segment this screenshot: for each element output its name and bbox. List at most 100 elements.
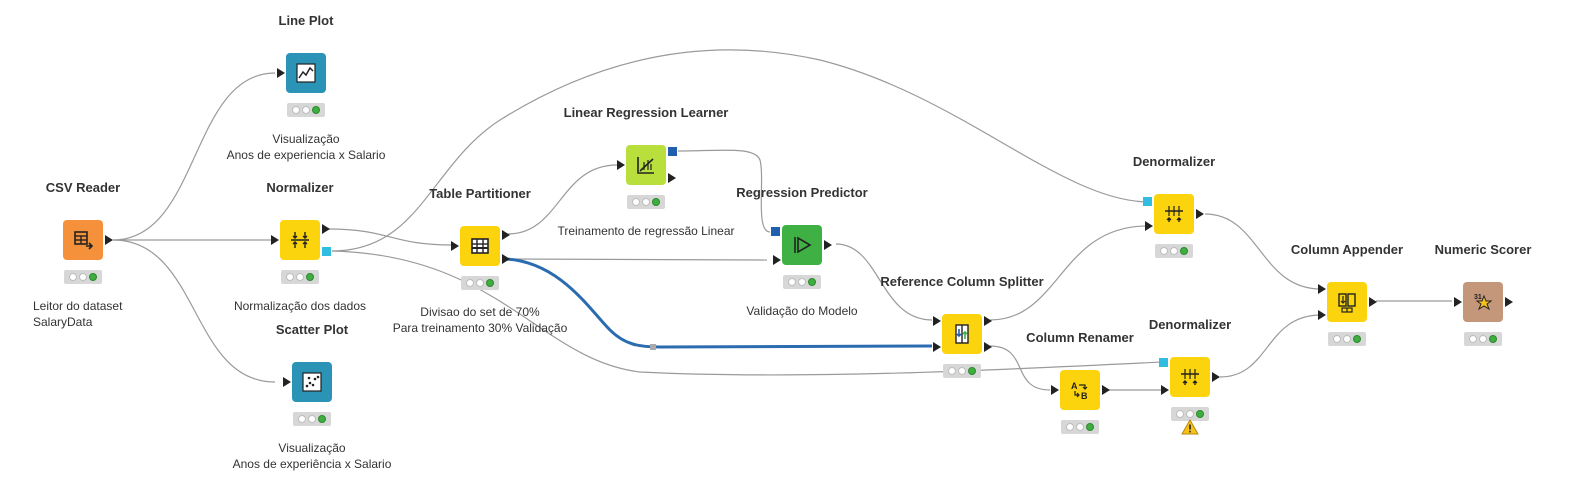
- status-traffic-light: [943, 364, 981, 378]
- status-light-red: [298, 415, 306, 423]
- connection-denormalizer-2-appender[interactable]: [1219, 314, 1322, 378]
- node-icon-box[interactable]: [1154, 194, 1194, 234]
- config-output-port[interactable]: [322, 247, 331, 256]
- node-icon-box[interactable]: [626, 145, 666, 185]
- output-port[interactable]: [1102, 385, 1110, 395]
- node-title: Denormalizer: [1132, 154, 1216, 169]
- connection-table-partitioner-splitter-highlighted[interactable]: [505, 257, 933, 349]
- input-port-2[interactable]: [1318, 310, 1326, 320]
- model-input-port[interactable]: [771, 227, 780, 236]
- node-icon-box[interactable]: [942, 314, 982, 354]
- input-port-reference[interactable]: [933, 342, 941, 352]
- line-chart-icon: [296, 63, 316, 83]
- input-port-1[interactable]: [1318, 284, 1326, 294]
- status-light-red: [466, 279, 474, 287]
- status-light-yellow: [642, 198, 650, 206]
- node-icon-box[interactable]: [782, 225, 822, 265]
- output-port-test[interactable]: [502, 254, 510, 264]
- annotation-line: Normalização dos dados: [233, 299, 367, 313]
- input-port[interactable]: [1051, 385, 1059, 395]
- annotation-line: SalaryData: [33, 315, 93, 329]
- node-icon-box[interactable]: [63, 220, 103, 260]
- output-port-excluded[interactable]: [984, 342, 992, 352]
- model-output-port[interactable]: [668, 147, 677, 156]
- svg-text:31: 31: [1474, 294, 1482, 301]
- status-traffic-light: [287, 103, 325, 117]
- status-traffic-light: [281, 270, 319, 284]
- rename-icon: A B: [1071, 381, 1088, 401]
- connection-splitter-denormalizer-1[interactable]: [989, 225, 1148, 321]
- output-port[interactable]: [1505, 297, 1513, 307]
- status-light-red: [292, 106, 300, 114]
- status-traffic-light: [64, 270, 102, 284]
- output-port[interactable]: [105, 235, 113, 245]
- config-input-port[interactable]: [1143, 197, 1152, 206]
- node-icon-box[interactable]: [286, 53, 326, 93]
- status-light-red: [948, 367, 956, 375]
- output-port-included[interactable]: [984, 316, 992, 326]
- connection-normalizer-table-partitioner[interactable]: [327, 228, 454, 246]
- input-port-data[interactable]: [933, 316, 941, 326]
- input-port[interactable]: [277, 68, 285, 78]
- status-light-red: [286, 273, 294, 281]
- input-port[interactable]: [1454, 297, 1462, 307]
- input-port[interactable]: [283, 377, 291, 387]
- node-title: Linear Regression Learner: [563, 105, 729, 120]
- input-port[interactable]: [451, 241, 459, 251]
- connection-denormalizer-1-appender[interactable]: [1204, 213, 1322, 290]
- config-input-port[interactable]: [1159, 358, 1168, 367]
- svg-text:B: B: [1081, 391, 1088, 401]
- connection-predictor-splitter[interactable]: [835, 243, 933, 321]
- output-port[interactable]: [1369, 297, 1377, 307]
- output-port[interactable]: [824, 240, 832, 250]
- node-icon-box[interactable]: [1327, 282, 1367, 322]
- connection-learner-predictor-model[interactable]: [677, 149, 771, 233]
- output-port-train[interactable]: [502, 230, 510, 240]
- node-annotation: Divisao do set de 70% Para treinamento 3…: [393, 304, 568, 336]
- output-port[interactable]: [668, 173, 676, 183]
- connection-table-partitioner-learner[interactable]: [507, 164, 618, 235]
- annotation-line: Anos de experiência x Salario: [232, 457, 392, 471]
- status-traffic-light: [1328, 332, 1366, 346]
- regression-learner-icon: [637, 157, 654, 174]
- output-port[interactable]: [1212, 372, 1220, 382]
- input-port[interactable]: [271, 235, 279, 245]
- connection-csv-reader-scatter-plot[interactable]: [112, 239, 276, 383]
- annotation-line: Validação do Modelo: [746, 304, 858, 318]
- warning-icon[interactable]: [1181, 419, 1199, 435]
- output-port[interactable]: [322, 224, 330, 234]
- node-icon-box[interactable]: [280, 220, 320, 260]
- connection-normalizer-denormalizer-1[interactable]: [331, 49, 1148, 252]
- node-icon-box[interactable]: [292, 362, 332, 402]
- status-light-red: [1066, 423, 1074, 431]
- input-port[interactable]: [1145, 221, 1153, 231]
- connection-table-partitioner-predictor[interactable]: [507, 258, 768, 261]
- table-arrow-icon: [74, 231, 94, 250]
- annotation-line: Visualização: [278, 441, 346, 455]
- output-port[interactable]: [1196, 209, 1204, 219]
- status-light-green: [652, 198, 660, 206]
- annotation-line: Divisao do set de 70%: [420, 305, 540, 319]
- node-title: CSV Reader: [45, 180, 121, 195]
- input-port[interactable]: [617, 160, 625, 170]
- connection-csv-reader-line-plot[interactable]: [112, 72, 276, 241]
- node-icon-box[interactable]: [1170, 357, 1210, 397]
- node-icon-box[interactable]: 31: [1463, 282, 1503, 322]
- node-icon-box[interactable]: A B: [1060, 370, 1100, 410]
- column-appender-icon: [1338, 293, 1356, 313]
- node-annotation: Normalização dos dados: [234, 298, 366, 314]
- connection-splitter-renamer[interactable]: [989, 345, 1051, 391]
- node-icon-box[interactable]: [460, 226, 500, 266]
- input-port[interactable]: [1161, 385, 1169, 395]
- status-light-yellow: [958, 367, 966, 375]
- status-light-yellow: [296, 273, 304, 281]
- status-light-green: [808, 278, 816, 286]
- status-light-green: [318, 415, 326, 423]
- wire-bendpoint[interactable]: [650, 344, 656, 350]
- status-light-green: [306, 273, 314, 281]
- node-annotation: Validação do Modelo: [746, 303, 857, 319]
- status-light-green: [1180, 247, 1188, 255]
- input-port[interactable]: [773, 255, 781, 265]
- scatter-chart-icon: [302, 372, 322, 392]
- status-light-green: [486, 279, 494, 287]
